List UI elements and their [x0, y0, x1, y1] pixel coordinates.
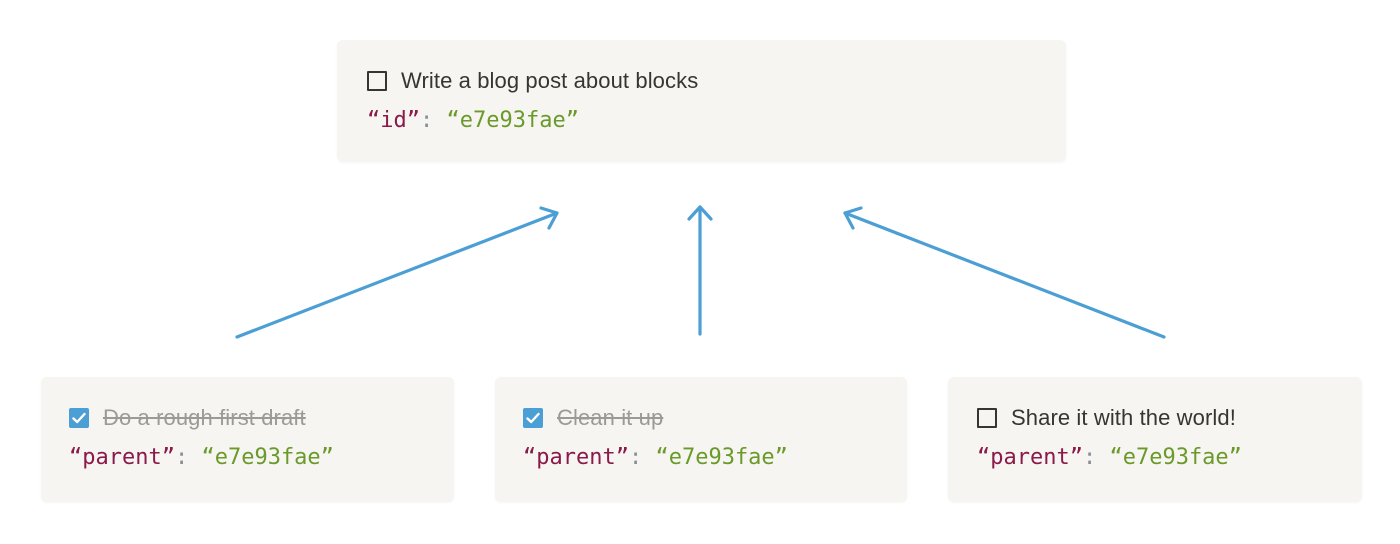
id-value: “e7e93fae” — [446, 108, 579, 133]
child-todo-row-1: Do a rough first draft — [69, 403, 426, 433]
parent-todo-checkbox[interactable] — [367, 71, 387, 91]
parent-value-1: “e7e93fae” — [201, 445, 334, 470]
parent-colon-3: : — [1082, 445, 1097, 470]
checkmark-icon — [72, 412, 86, 424]
child-block-card-1: Do a rough first draft “parent”: “e7e93f… — [41, 377, 454, 502]
child-todo-text-3: Share it with the world! — [1011, 405, 1236, 430]
child-todo-text-2: Clean it up — [557, 405, 664, 430]
parent-value-3: “e7e93fae” — [1109, 445, 1242, 470]
parent-colon-1: : — [174, 445, 189, 470]
child-todo-text-1: Do a rough first draft — [103, 405, 306, 430]
child-parent-code-3: “parent”: “e7e93fae” — [977, 445, 1338, 470]
parent-todo-text: Write a blog post about blocks — [401, 68, 699, 93]
child-todo-checkbox-3[interactable] — [977, 408, 997, 428]
checkmark-icon — [526, 412, 540, 424]
child-todo-row-3: Share it with the world! — [977, 403, 1338, 433]
id-key: “id” — [367, 108, 420, 133]
parent-key-2: “parent” — [523, 445, 629, 470]
arrow-left — [235, 206, 559, 339]
child-block-card-2: Clean it up “parent”: “e7e93fae” — [495, 377, 907, 502]
parent-key-3: “parent” — [977, 445, 1083, 470]
child-parent-code-1: “parent”: “e7e93fae” — [69, 445, 426, 470]
child-todo-checkbox-1[interactable] — [69, 408, 89, 428]
parent-key-1: “parent” — [69, 445, 175, 470]
parent-colon-2: : — [628, 445, 643, 470]
parent-block-card: Write a blog post about blocks “id”: “e7… — [337, 40, 1066, 162]
arrow-center — [687, 205, 713, 336]
child-todo-row-2: Clean it up — [523, 403, 883, 433]
arrow-right — [843, 206, 1166, 339]
child-parent-code-2: “parent”: “e7e93fae” — [523, 445, 883, 470]
child-todo-checkbox-2[interactable] — [523, 408, 543, 428]
parent-id-code: “id”: “e7e93fae” — [367, 108, 1036, 133]
parent-todo-row: Write a blog post about blocks — [367, 66, 1036, 96]
parent-value-2: “e7e93fae” — [655, 445, 788, 470]
id-colon: : — [419, 108, 434, 133]
child-block-card-3: Share it with the world! “parent”: “e7e9… — [948, 377, 1362, 502]
